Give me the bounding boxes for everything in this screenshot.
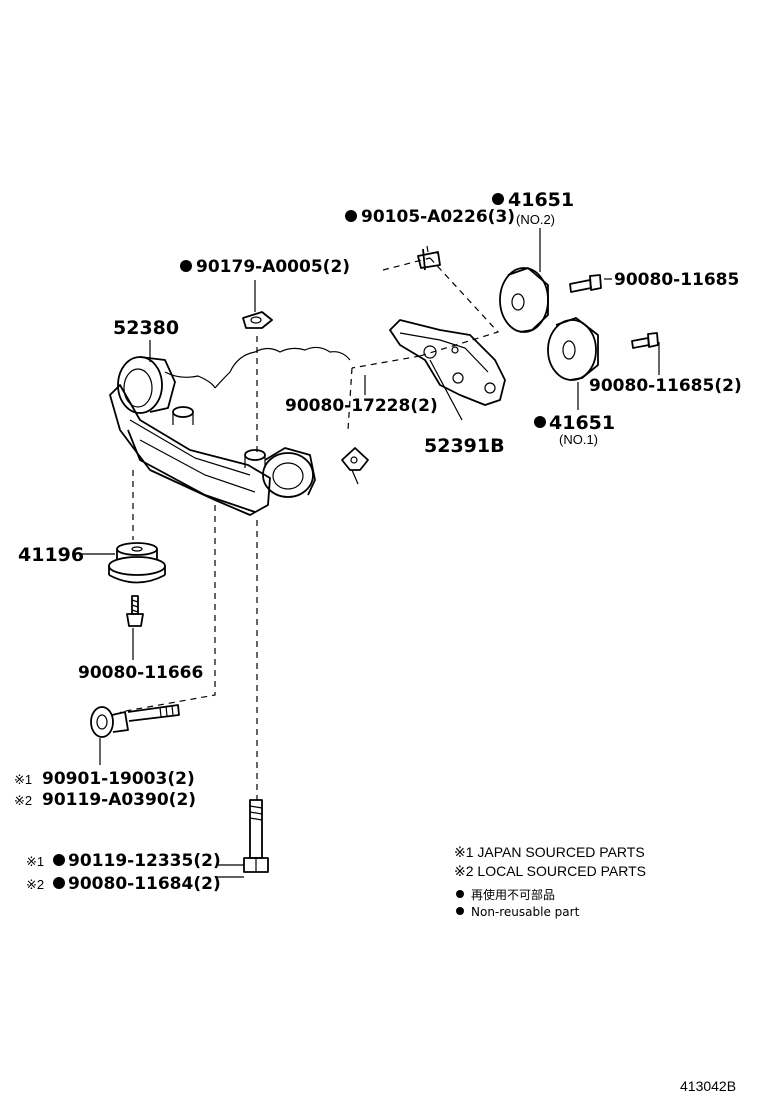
label-90105-A0226: 90105-A0226(3) [361, 207, 515, 227]
legend-dot-en [456, 907, 464, 915]
mark-japan-2: ※1 [26, 854, 44, 869]
pulley-41651-no1 [547, 317, 599, 381]
label-90080-17228: 90080-17228(2) [285, 396, 438, 416]
label-52380: 52380 [113, 317, 179, 339]
label-41196: 41196 [18, 544, 84, 566]
part-labels: 41651 (NO.2) 90105-A0226(3) 90179-A0005(… [14, 189, 742, 894]
bolt-90080-11666 [126, 595, 144, 627]
nonreuse-dot-41651-no2 [492, 193, 504, 205]
nonreuse-dot-90105 [345, 210, 357, 222]
leader-lines [82, 228, 660, 878]
legend: ※1 JAPAN SOURCED PARTS ※2 LOCAL SOURCED … [454, 844, 646, 919]
mark-local-2: ※2 [26, 877, 44, 892]
sub-frame-52380 [109, 346, 351, 516]
legend-local-sourced: ※2 LOCAL SOURCED PARTS [454, 863, 646, 879]
legend-nonreuse-en: Non-reusable part [471, 905, 580, 919]
label-90080-11666: 90080-11666 [78, 663, 203, 683]
legend-dot-jp [456, 890, 464, 898]
legend-nonreuse-jp: 再使用不可部品 [471, 887, 555, 902]
nonreuse-dot-90080-11684 [53, 877, 65, 889]
label-90080-11685-top: 90080-11685 [614, 270, 739, 290]
label-41651-no1: 41651 [549, 412, 615, 434]
bolt-90901-19003 [90, 704, 180, 738]
label-90901-19003: 90901-19003(2) [42, 769, 195, 789]
bolt-90080-11685-lower [631, 332, 659, 349]
nonreuse-dot-41651-no1 [534, 416, 546, 428]
label-no2: (NO.2) [516, 212, 555, 227]
bolt-90080-11685-upper [569, 274, 602, 293]
bolt-90105-A0226 [417, 245, 441, 271]
pulley-41651-no2 [499, 267, 549, 333]
bracket-52391B [389, 319, 506, 406]
figure-reference: 413042B [680, 1078, 736, 1094]
label-90080-11685-2: 90080-11685(2) [589, 376, 742, 396]
bolt-90119-12335 [243, 799, 269, 873]
label-90119-12335: 90119-12335(2) [68, 851, 221, 871]
label-no1: (NO.1) [559, 432, 598, 447]
label-90119-A0390: 90119-A0390(2) [42, 790, 196, 810]
legend-japan-sourced: ※1 JAPAN SOURCED PARTS [454, 844, 645, 860]
mark-japan-1: ※1 [14, 772, 32, 787]
nonreuse-dot-90179 [180, 260, 192, 272]
assembly-dashed-lines [119, 257, 500, 800]
nut-90179-A0005 [242, 311, 273, 329]
label-90179-A0005: 90179-A0005(2) [196, 257, 350, 277]
mount-pad-41196 [108, 542, 166, 584]
mark-local-1: ※2 [14, 793, 32, 808]
clip-90080-17228 [341, 447, 369, 485]
nonreuse-dot-90119-12335 [53, 854, 65, 866]
label-41651-no2: 41651 [508, 189, 574, 211]
label-52391B: 52391B [424, 435, 505, 457]
label-90080-11684: 90080-11684(2) [68, 874, 221, 894]
